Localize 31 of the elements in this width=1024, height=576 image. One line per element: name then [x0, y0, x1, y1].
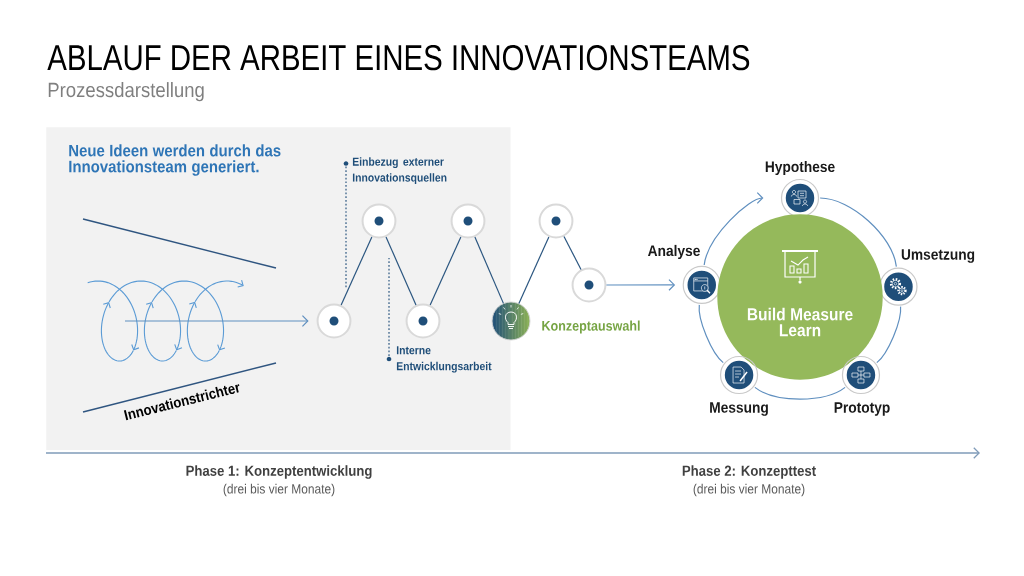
leader-line	[345, 165, 347, 290]
cycle-arrow	[703, 192, 764, 266]
connector-line	[429, 236, 462, 306]
cycle-line	[754, 386, 846, 400]
connector-line	[385, 236, 417, 306]
leader-line	[388, 257, 390, 357]
connector-line	[518, 236, 550, 305]
step-label: Hypothese	[765, 160, 835, 176]
cycle-line	[698, 304, 724, 364]
phase-duration: (drei bis vier Monate)	[693, 483, 805, 497]
subtitle: Prozessdarstellung	[48, 82, 204, 102]
annotation-text: Interne Entwicklungsarbeit	[396, 346, 492, 373]
phase-title: Phase 2: Konzepttest	[682, 465, 816, 479]
connector-line	[474, 236, 505, 304]
step-label: Prototyp	[834, 402, 890, 416]
step-label: Konzeptauswahl	[542, 320, 640, 334]
step-label: Analyse	[648, 244, 700, 260]
panel-heading: Neue Ideen werden durch das Innovationsteam generiert.	[69, 144, 281, 176]
connector-line	[563, 235, 582, 271]
step-label: Umsetzung	[901, 249, 975, 263]
arrow	[605, 279, 676, 291]
phase-title: Phase 1: Konzeptentwicklung	[186, 465, 372, 479]
step-label: Messung	[710, 402, 768, 416]
phase-duration: (drei bis vier Monate)	[223, 483, 335, 497]
cycle-line	[819, 197, 897, 268]
title: ABLAUF DER ARBEIT EINES INNOVATIONSTEAMS	[47, 44, 750, 71]
connector-line	[340, 236, 373, 306]
annotation-text: Einbezug externer Innovationsquellen	[352, 157, 447, 184]
hub-label: Build Measure Learn	[747, 307, 853, 337]
cycle-line	[876, 306, 902, 364]
arrow	[124, 315, 309, 327]
